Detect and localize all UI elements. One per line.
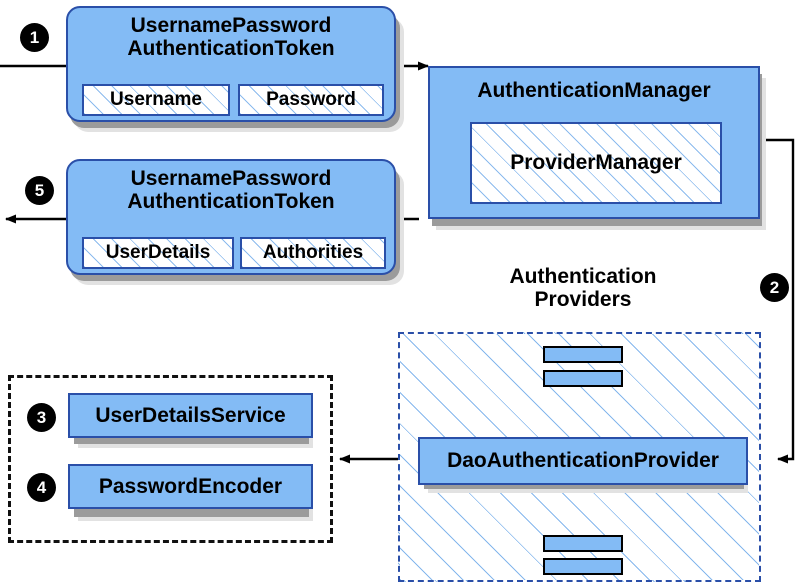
result-token-title-line2: AuthenticationToken	[127, 190, 335, 213]
password-encoder-label: PasswordEncoder	[98, 475, 283, 498]
dao-authentication-provider-label: DaoAuthenticationProvider	[447, 449, 719, 472]
node-dao-authentication-provider[interactable]: DaoAuthenticationProvider	[418, 437, 748, 485]
node-provider-manager[interactable]: ProviderManager	[470, 122, 722, 204]
badge-step-2: 2	[761, 274, 788, 301]
field-username-label: Username	[110, 89, 202, 110]
field-authorities-label: Authorities	[262, 242, 364, 263]
node-user-details-service[interactable]: UserDetailsService	[68, 393, 313, 438]
provider-bar-1[interactable]	[543, 346, 623, 363]
user-details-service-label: UserDetailsService	[95, 404, 286, 427]
authentication-providers-caption-line2: Providers	[534, 288, 632, 312]
authentication-providers-caption: Authentication Providers	[470, 265, 696, 311]
request-token-title-line1: UsernamePassword	[130, 14, 332, 37]
provider-dependencies-region	[8, 375, 333, 543]
field-password[interactable]: Password	[238, 84, 384, 116]
request-token-title-line2: AuthenticationToken	[127, 37, 335, 60]
field-user-details[interactable]: UserDetails	[82, 237, 234, 269]
provider-bar-4[interactable]	[543, 558, 623, 575]
field-username[interactable]: Username	[82, 84, 230, 116]
authentication-providers-caption-line1: Authentication	[509, 265, 657, 288]
provider-bar-2[interactable]	[543, 370, 623, 387]
badge-step-3: 3	[28, 404, 55, 431]
node-authentication-manager[interactable]: AuthenticationManager ProviderManager	[428, 66, 760, 219]
field-password-label: Password	[266, 89, 356, 110]
field-authorities[interactable]: Authorities	[240, 237, 386, 269]
provider-manager-label: ProviderManager	[510, 151, 682, 174]
node-username-password-authentication-token-request[interactable]: UsernamePassword AuthenticationToken Use…	[66, 6, 396, 122]
badge-step-1: 1	[21, 24, 48, 51]
badge-step-5: 5	[26, 177, 53, 204]
badge-step-4: 4	[28, 474, 55, 501]
result-token-title-line1: UsernamePassword	[130, 167, 332, 190]
node-password-encoder[interactable]: PasswordEncoder	[68, 464, 313, 509]
node-username-password-authentication-token-result[interactable]: UsernamePassword AuthenticationToken Use…	[66, 159, 396, 275]
field-user-details-label: UserDetails	[105, 242, 211, 263]
authentication-manager-title: AuthenticationManager	[477, 79, 711, 102]
provider-bar-3[interactable]	[543, 535, 623, 552]
